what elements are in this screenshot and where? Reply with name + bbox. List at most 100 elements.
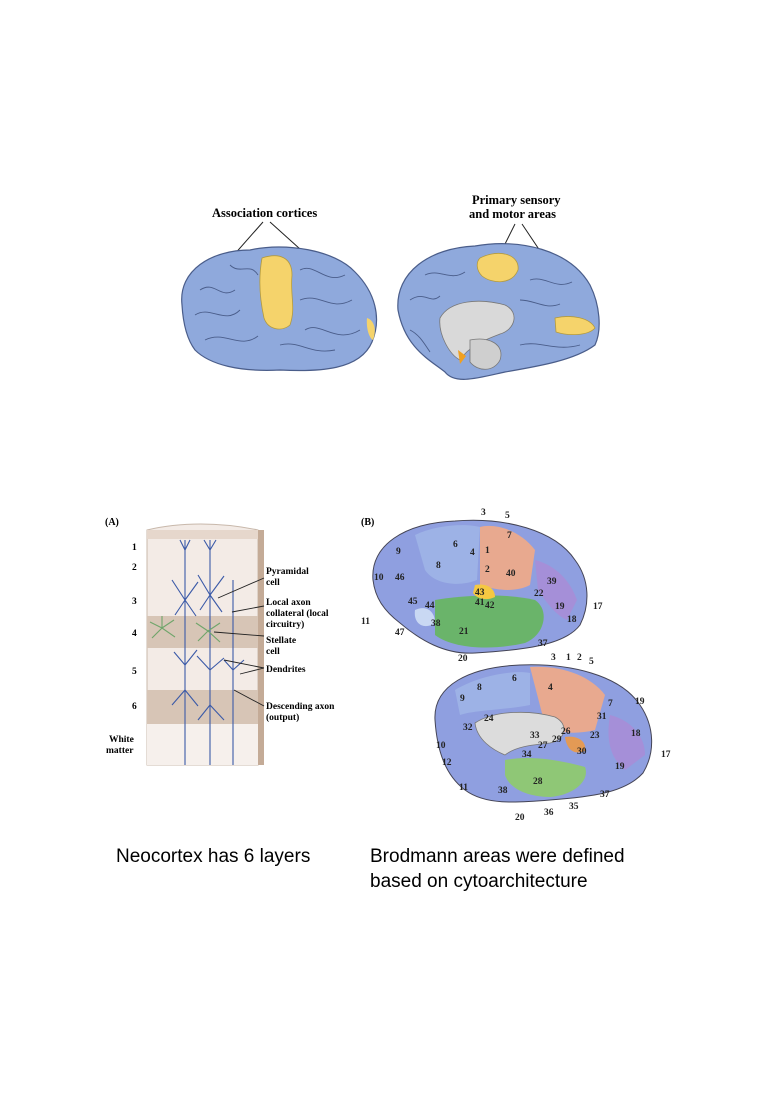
column-side [258,530,264,765]
white-matter-label-line2: matter [106,746,134,756]
area-number: 30 [577,747,587,757]
medial-brain [397,243,600,380]
stellate-cell-label-2: cell [266,647,280,657]
area-number: 28 [533,777,543,787]
white-matter-band [147,724,258,765]
primary-areas-label-line1: Primary sensory [472,193,561,207]
area-number: 26 [561,727,571,737]
area-number: 1 [485,546,490,556]
brodmann-lateral-brain [372,519,588,654]
lateral-brain [181,246,378,372]
pyramidal-cell-label-1: Pyramidal [266,567,309,577]
area-number: 3 [551,653,556,663]
area-number: 19 [555,602,565,612]
area-number: 10 [436,741,446,751]
neocortex-layers-diagram: (A) 1 2 3 4 5 6 White matter [105,517,335,766]
area-number: 42 [485,601,495,611]
area-number: 4 [548,683,553,693]
local-axon-label-3: circuitry) [266,619,304,630]
area-number: 7 [608,699,613,709]
area-number: 22 [534,589,544,599]
area-number: 37 [538,639,548,649]
area-number: 9 [460,694,465,704]
area-number: 47 [395,628,405,638]
pyramidal-cell-label-2: cell [266,578,280,588]
area-number: 17 [593,602,603,612]
area-number: 2 [485,565,490,575]
area-number: 21 [459,627,469,637]
area-number: 17 [661,750,671,760]
area-number: 5 [589,657,594,667]
layer-6-band [147,690,258,724]
local-axon-label-2: collateral (local [266,608,329,619]
area-number: 36 [544,808,554,818]
area-number: 34 [522,750,532,760]
lateral-area-numbers: 3 5 1 7 9 6 4 2 40 8 39 10 46 43 41 42 2… [361,508,603,664]
area-number: 20 [515,813,525,823]
area-number: 11 [361,617,370,627]
area-number: 9 [396,547,401,557]
brodmann-areas-diagram: (B) 3 5 1 7 9 6 4 2 40 8 39 10 46 43 41 [361,508,671,823]
layer-number-6: 6 [132,702,137,712]
panel-a-labels: Pyramidal cell Local axon collateral (lo… [266,567,335,723]
white-matter-label-line1: White [109,735,134,745]
area-number: 19 [615,762,625,772]
layer-numbers: 1 2 3 4 5 6 White matter [106,543,137,756]
area-number: 31 [597,712,607,722]
medial-area-numbers: 3 1 2 5 6 4 8 9 7 19 24 31 32 26 23 10 3… [436,653,671,823]
area-number: 41 [475,598,485,608]
area-number: 12 [442,758,452,768]
brodmann-caption-line1: Brodmann areas were defined [370,846,625,867]
area-number: 8 [477,683,482,693]
panel-b-tag: (B) [361,517,374,528]
descending-axon-label-1: Descending axon [266,702,335,712]
layer-number-1: 1 [132,543,137,553]
stellate-cells [149,616,221,643]
descending-axon-label-2: (output) [266,712,299,723]
area-number: 10 [374,573,384,583]
layer-number-5: 5 [132,667,137,677]
area-number: 32 [463,723,473,733]
panel-a-leaders [213,577,265,707]
brodmann-medial-brain [434,664,653,803]
layer-number-4: 4 [132,629,137,639]
brodmann-caption-line2: based on cytoarchitecture [370,871,588,892]
area-number: 45 [408,597,418,607]
area-number: 27 [538,741,548,751]
area-number: 46 [395,573,405,583]
area-number: 1 [566,653,571,663]
area-number: 6 [453,540,458,550]
area-number: 8 [436,561,441,571]
neurons [171,539,245,765]
area-number: 37 [600,790,610,800]
local-axon-label-1: Local axon [266,598,311,608]
area-number: 39 [547,577,557,587]
primary-areas-label-line2: and motor areas [469,207,556,221]
association-cortices-label: Association cortices [212,206,317,220]
area-number: 18 [631,729,641,739]
neocortex-caption: Neocortex has 6 layers [116,846,311,867]
area-number: 40 [506,569,516,579]
area-number: 3 [481,508,486,518]
pia-surface [147,530,258,539]
layer-4-band [147,616,258,648]
area-number: 24 [484,714,494,724]
area-number: 11 [459,783,468,793]
area-number: 18 [567,615,577,625]
area-number: 35 [569,802,579,812]
stellate-cell-label-1: Stellate [266,636,296,646]
dendrites-label: Dendrites [266,665,306,675]
area-number: 19 [635,697,645,707]
area-number: 29 [552,735,562,745]
area-number: 38 [498,786,508,796]
area-number: 43 [475,588,485,598]
area-number: 5 [505,511,510,521]
area-number: 2 [577,653,582,663]
area-number: 23 [590,731,600,741]
area-number: 7 [507,531,512,541]
area-number: 20 [458,654,468,664]
layer-number-2: 2 [132,563,137,573]
area-number: 4 [470,548,475,558]
area-number: 33 [530,731,540,741]
layer-number-3: 3 [132,597,137,607]
